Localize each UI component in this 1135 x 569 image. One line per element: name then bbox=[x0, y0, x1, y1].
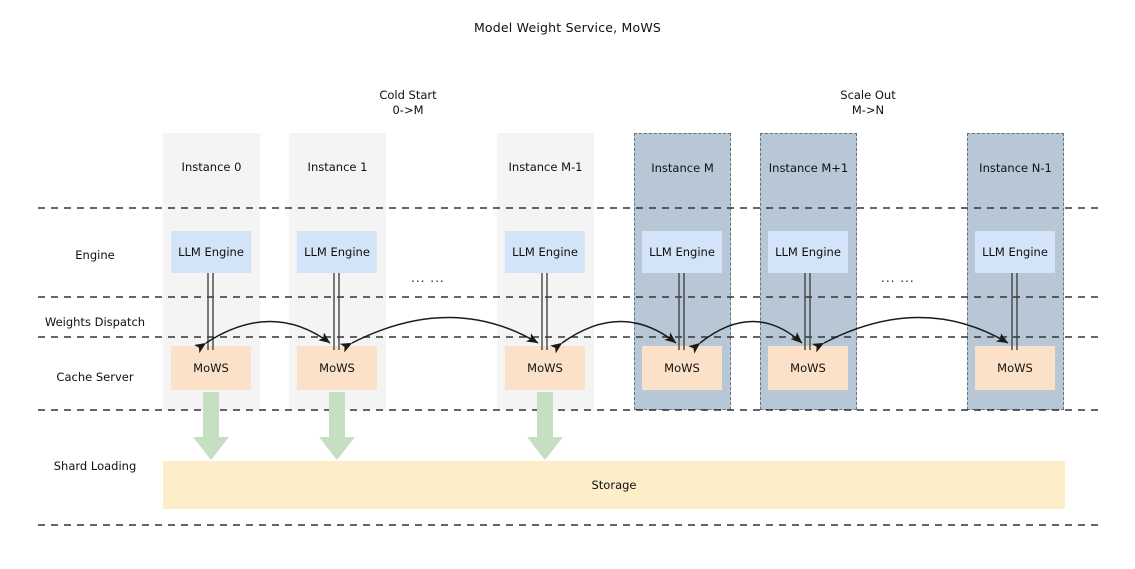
mows-box-instance-n-1[interactable]: MoWS bbox=[975, 346, 1055, 390]
llm-engine-box-instance-1[interactable]: LLM Engine bbox=[297, 231, 377, 273]
mows-box-instance-m[interactable]: MoWS bbox=[642, 346, 722, 390]
row-label-cache-server: Cache Server bbox=[56, 370, 134, 384]
mows-box-instance-m-plus-1[interactable]: MoWS bbox=[768, 346, 848, 390]
storage-bar[interactable]: Storage bbox=[163, 461, 1065, 509]
llm-engine-box-instance-0[interactable]: LLM Engine bbox=[171, 231, 251, 273]
mows-box-instance-1[interactable]: MoWS bbox=[297, 346, 377, 390]
mows-box-instance-0[interactable]: MoWS bbox=[171, 346, 251, 390]
instance-title: Instance M+1 bbox=[768, 161, 849, 175]
row-label-shard-loading: Shard Loading bbox=[53, 459, 137, 473]
ellipsis-cold: ... ... bbox=[411, 271, 445, 285]
llm-engine-box-instance-n-1[interactable]: LLM Engine bbox=[975, 231, 1055, 273]
page-title: Model Weight Service, MoWS bbox=[473, 20, 662, 35]
phase-label-scale-out: Scale Out M->N bbox=[840, 88, 896, 117]
instance-title: Instance 0 bbox=[181, 160, 242, 174]
row-label-engine: Engine bbox=[75, 248, 115, 262]
phase-label-cold-start: Cold Start 0->M bbox=[379, 88, 437, 117]
mows-box-instance-m-1[interactable]: MoWS bbox=[505, 346, 585, 390]
instance-title: Instance 1 bbox=[307, 160, 368, 174]
instance-title: Instance N-1 bbox=[979, 161, 1052, 175]
row-label-weights-dispatch: Weights Dispatch bbox=[44, 315, 146, 329]
instance-title: Instance M bbox=[651, 161, 714, 175]
ellipsis-scale: ... ... bbox=[881, 271, 915, 285]
llm-engine-box-instance-m[interactable]: LLM Engine bbox=[642, 231, 722, 273]
llm-engine-box-instance-m-1[interactable]: LLM Engine bbox=[505, 231, 585, 273]
instance-title: Instance M-1 bbox=[508, 160, 583, 174]
llm-engine-box-instance-m-plus-1[interactable]: LLM Engine bbox=[768, 231, 848, 273]
